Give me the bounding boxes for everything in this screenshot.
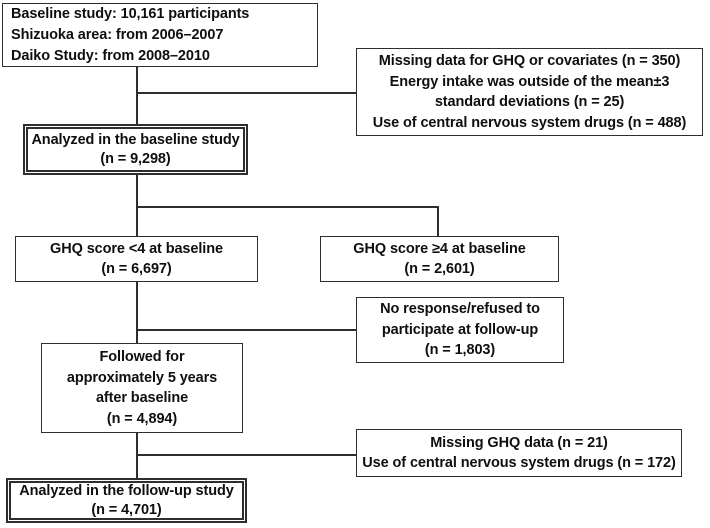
text-line: GHQ score <4 at baseline [50,240,223,257]
box-ghq-score-low: GHQ score <4 at baseline (n = 6,697) [15,236,258,282]
text-line: approximately 5 years [66,369,218,386]
connector-analyzed-to-ghq [136,175,138,236]
text-line: No response/refused to [380,301,540,318]
box-analyzed-followup: Analyzed in the follow-up study (n = 4,7… [6,478,247,523]
text-line: Daiko Study: from 2008–2010 [11,47,210,64]
text-line: Missing GHQ data (n = 21) [430,434,608,451]
text-line: (n = 6,697) [101,261,172,277]
box-no-response: No response/refused to participate at fo… [356,297,564,363]
text-line: (n = 4,701) [91,501,162,518]
connector-branch-exclusion2 [136,454,356,456]
text-line: participate at follow-up [381,321,539,338]
box-analyzed-baseline: Analyzed in the baseline study (n = 9,29… [23,124,248,175]
text-line: (n = 2,601) [404,261,475,277]
text-line: Shizuoka area: from 2006–2007 [11,26,224,43]
box-exclusions-followup: Missing GHQ data (n = 21) Use of central… [356,429,682,477]
box-exclusions-baseline: Missing data for GHQ or covariates (n = … [356,48,703,136]
box-followed-5-years: Followed for approximately 5 years after… [41,343,243,433]
text-line: GHQ score ≥4 at baseline [353,240,526,257]
text-line: Energy intake was outside of the mean±3 [389,73,670,90]
box-ghq-score-high: GHQ score ≥4 at baseline (n = 2,601) [320,236,559,282]
box-baseline-study: Baseline study: 10,161 participants Shiz… [2,3,318,67]
text-line: after baseline [95,390,189,406]
text-line: Baseline study: 10,161 participants [11,5,250,22]
connector-branch-no-response [136,329,356,331]
connector-branch-ghq-high-horizontal [136,206,438,208]
text-line: Use of central nervous system drugs (n =… [362,455,676,471]
connector-branch-exclusion1 [136,92,356,94]
text-line: Use of central nervous system drugs (n =… [372,114,687,131]
connector-branch-ghq-high-vertical [437,206,439,236]
text-line: Followed for [99,349,185,365]
connector-ghq-to-followed [136,282,138,343]
text-line: (n = 1,803) [424,342,496,359]
text-line: Analyzed in the baseline study [31,132,240,148]
text-line: standard deviations (n = 25) [434,94,625,110]
connector-baseline-to-analyzed [136,67,138,124]
text-line: (n = 9,298) [100,150,171,167]
text-line: Missing data for GHQ or covariates (n = … [378,53,681,69]
text-line: Analyzed in the follow-up study [19,483,234,499]
text-line: (n = 4,894) [106,410,178,427]
